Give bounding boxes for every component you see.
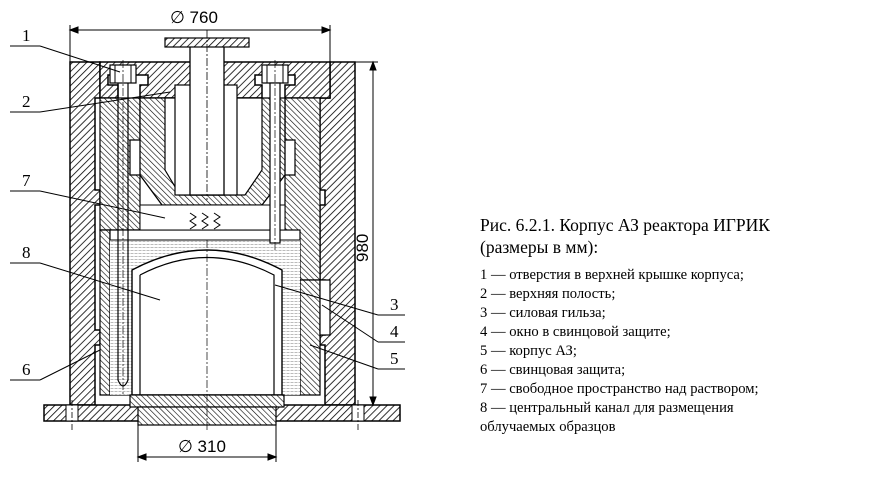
- legend-item: 5 — корпус АЗ;: [480, 343, 577, 359]
- top-diameter-label: ∅ 760: [170, 8, 218, 27]
- dimension-bottom: [136, 425, 278, 462]
- central-channel: [129, 240, 285, 430]
- callout-8: 8: [22, 243, 31, 262]
- callout-2: 2: [22, 92, 31, 111]
- callout-3: 3: [390, 295, 399, 314]
- callout-7: 7: [22, 171, 31, 190]
- legend-item: 7 — свободное пространство над раствором…: [480, 381, 759, 397]
- caption-title: Рис. 6.2.1. Корпус АЗ реактора ИГРИК (ра…: [480, 215, 770, 257]
- dimension-top: [68, 25, 332, 62]
- legend-item: 4 — окно в свинцовой защите;: [480, 324, 671, 340]
- legend-item: 6 — свинцовая защита;: [480, 362, 626, 378]
- dimension-height: [355, 60, 400, 407]
- upper-cavity: [139, 30, 286, 231]
- callout-5: 5: [390, 349, 399, 368]
- legend-item: 8 — центральный канал для размещения обл…: [480, 400, 734, 435]
- height-label: 980: [353, 234, 372, 262]
- cover-bolts: [109, 60, 289, 395]
- callout-4: 4: [390, 322, 399, 341]
- bottom-diameter-label: ∅ 310: [178, 437, 226, 456]
- reactor-vessel-drawing: ∅ 760 ∅ 310 980 1 2 7 8 6 3 4 5: [10, 8, 405, 462]
- legend-item: 3 — силовая гильза;: [480, 305, 606, 321]
- callout-leaders: [10, 45, 405, 381]
- legend-item: 1 — отверстия в верхней крышке корпуса;: [480, 267, 744, 283]
- callout-6: 6: [22, 360, 31, 379]
- legend-list: 1 — отверстия в верхней крышке корпуса; …: [480, 266, 876, 437]
- callout-1: 1: [22, 26, 31, 45]
- figure-caption: Рис. 6.2.1. Корпус АЗ реактора ИГРИК (ра…: [480, 214, 876, 437]
- legend-item: 2 — верхняя полость;: [480, 286, 616, 302]
